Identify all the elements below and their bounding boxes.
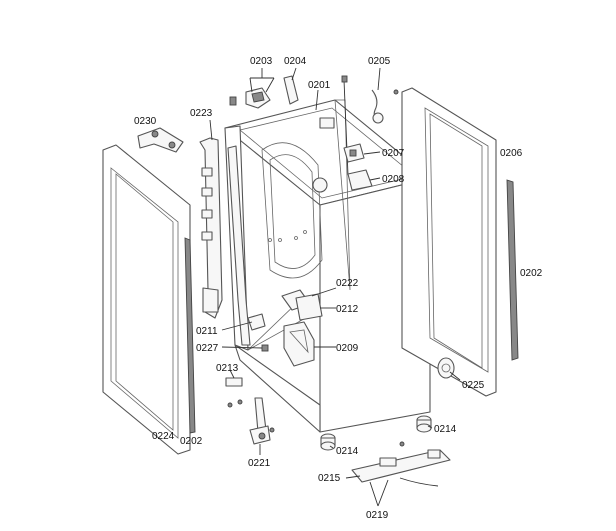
small-screw-bottom xyxy=(399,441,405,447)
label-0213: 0213 xyxy=(216,363,239,374)
label-0211: 0211 xyxy=(196,326,218,337)
label-0223: 0223 xyxy=(190,108,213,119)
label-0214-left: 0214 xyxy=(336,446,359,457)
label-0209: 0209 xyxy=(336,343,359,354)
inner-cable-channel xyxy=(227,145,251,346)
label-0208: 0208 xyxy=(382,174,405,185)
bracket-0208 xyxy=(347,169,373,191)
leader-lines xyxy=(209,67,461,507)
top-screw xyxy=(229,96,237,106)
part-0227 xyxy=(261,344,269,352)
clip-0204 xyxy=(283,75,299,105)
label-0227: 0227 xyxy=(196,343,219,354)
right-side-panel xyxy=(401,87,497,397)
label-0207: 0207 xyxy=(382,148,405,159)
small-screw-right xyxy=(393,89,399,95)
module-0203 xyxy=(245,87,271,109)
label-0225: 0225 xyxy=(462,380,485,391)
part-0213 xyxy=(225,377,243,408)
label-0204: 0204 xyxy=(284,56,307,67)
label-0212: 0212 xyxy=(336,304,359,315)
label-0215: 0215 xyxy=(318,473,341,484)
label-0224: 0224 xyxy=(152,431,175,442)
label-0201: 0201 xyxy=(308,80,331,91)
label-0230: 0230 xyxy=(134,116,157,127)
bracket-0230 xyxy=(137,127,184,153)
left-gasket-strip xyxy=(184,237,196,434)
label-0202-left: 0202 xyxy=(180,436,203,447)
right-gasket-strip xyxy=(506,179,519,361)
label-0219: 0219 xyxy=(366,510,389,521)
bracket-0207 xyxy=(343,143,365,163)
lever-0221 xyxy=(249,397,275,445)
knob-0225 xyxy=(437,357,455,379)
label-0203: 0203 xyxy=(250,56,273,67)
left-side-panel xyxy=(102,144,191,455)
block-0209 xyxy=(283,321,315,367)
assembly-0215 xyxy=(351,449,451,487)
label-0205: 0205 xyxy=(368,56,391,67)
block-0222 xyxy=(281,289,323,321)
label-0206: 0206 xyxy=(500,148,523,159)
label-0202-right: 0202 xyxy=(520,268,543,279)
foot-right xyxy=(416,415,432,433)
part-labels: 0203 0204 0201 0205 0230 0223 0207 0206 … xyxy=(134,56,543,521)
part-0211 xyxy=(247,313,266,331)
label-0222: 0222 xyxy=(336,278,359,289)
label-0214-right: 0214 xyxy=(434,424,457,435)
label-0221: 0221 xyxy=(248,458,271,469)
cable-guide-0223 xyxy=(199,137,223,319)
hose-0205 xyxy=(371,89,384,124)
foot-left xyxy=(320,433,336,451)
